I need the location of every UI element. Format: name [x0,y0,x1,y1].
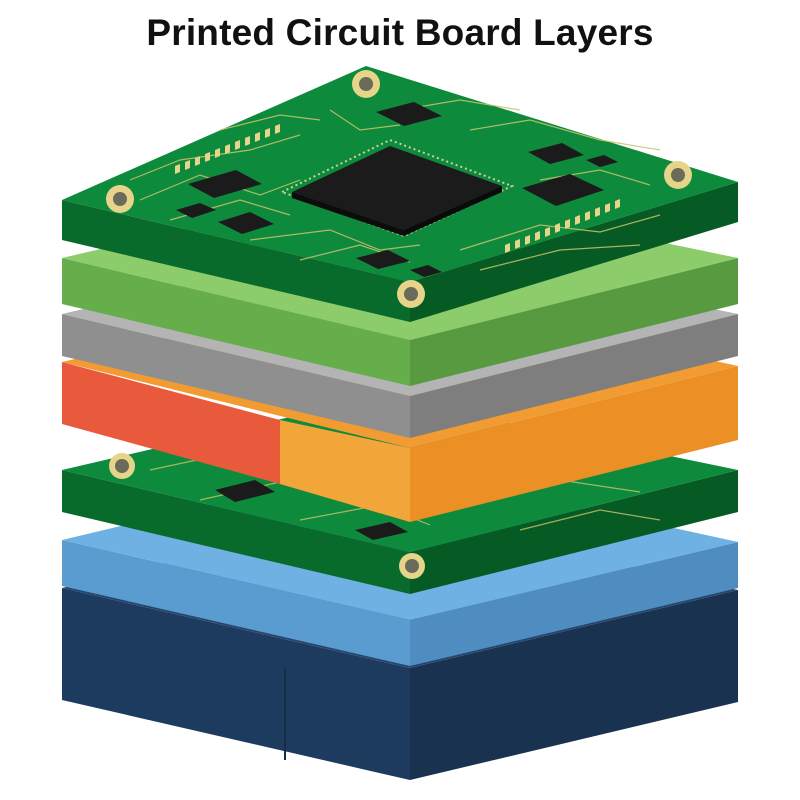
top-pcb-chip [376,102,442,126]
gray-layer-left-face [62,314,410,438]
core-layer-right-face [410,366,738,522]
top-pcb-left-face [62,200,410,322]
core-layer-red-face [62,362,280,484]
top-pcb-chip [188,170,262,198]
top-pcb-chip [528,143,584,164]
top-pcb-pad-row-left [175,124,280,174]
page-title: Printed Circuit Board Layers [146,12,654,53]
bottom-pcb-chip [355,522,408,540]
bottom-pcb-right-face [410,470,738,594]
light-blue-layer-left-face [62,540,410,666]
gray-layer-right-face [410,314,738,438]
substrate-base-right-face [410,590,738,780]
top-pcb-chip [410,265,442,277]
bottom-pcb-chip [215,480,275,502]
top-pcb-main-processor [279,138,515,238]
top-pcb-chip [176,203,216,218]
top-pcb-pad-row-right [505,199,620,253]
top-pcb-chip [586,155,618,167]
light-blue-layer-right-face [410,542,738,666]
bottom-pcb-left-face [62,470,410,594]
top-pcb-layer [62,66,738,322]
top-pcb-chip [356,250,410,269]
substrate-base-left-face [62,588,410,780]
top-pcb-chip [522,174,604,206]
top-pcb-right-face [410,182,738,322]
light-green-layer-left-face [62,258,410,386]
top-pcb-chip [218,212,274,234]
core-layer-front-face [280,420,410,522]
light-green-layer-right-face [410,258,738,386]
